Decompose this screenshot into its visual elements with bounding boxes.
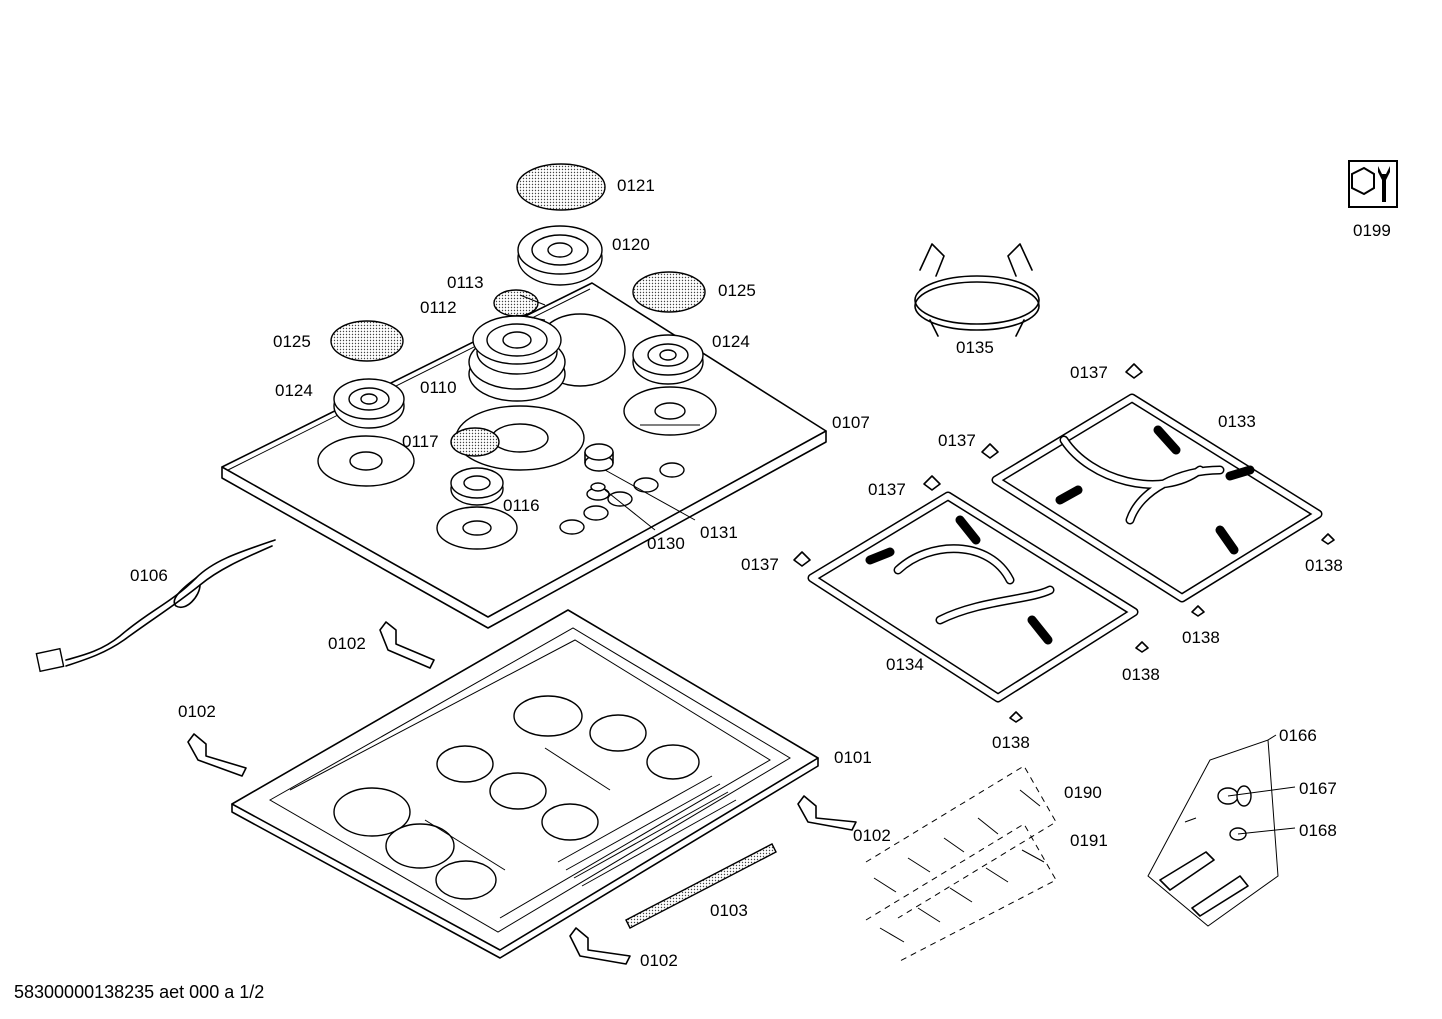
label-0121: 0121 — [617, 176, 655, 195]
label-0116: 0116 — [503, 496, 540, 515]
label-0137-c: 0137 — [868, 480, 906, 499]
label-0137-a: 0137 — [1070, 363, 1108, 382]
label-0138-a: 0138 — [1305, 556, 1343, 575]
pan-support-0133 — [991, 393, 1323, 603]
label-0120: 0120 — [612, 235, 650, 254]
label-0137-d: 0137 — [741, 555, 779, 574]
burner-0116 — [450, 467, 504, 506]
label-0138-b: 0138 — [1182, 628, 1220, 647]
burner-0124-right — [632, 334, 704, 385]
label-0117: 0117 — [402, 432, 439, 451]
mounting-clamps — [187, 621, 857, 965]
label-0137-b: 0137 — [938, 431, 976, 450]
screws-set — [865, 765, 1057, 963]
label-0106: 0106 — [130, 566, 168, 585]
label-0112: 0112 — [420, 298, 457, 317]
label-0124-right: 0124 — [712, 332, 750, 351]
label-0191: 0191 — [1070, 831, 1108, 850]
label-0124-left: 0124 — [275, 381, 313, 400]
burner-caps — [330, 163, 706, 457]
label-0125-left: 0125 — [273, 332, 311, 351]
burner-heads — [333, 225, 704, 506]
knob-0130 — [586, 482, 610, 501]
label-0138-d: 0138 — [992, 733, 1030, 752]
seal-strip — [625, 843, 777, 929]
label-0166: 0166 — [1279, 726, 1317, 745]
burner-0124-left — [333, 378, 405, 429]
label-0167: 0167 — [1299, 779, 1337, 798]
power-cable — [35, 539, 276, 673]
service-tool-icon — [1348, 160, 1398, 208]
label-0107: 0107 — [832, 413, 870, 432]
bottom-tray — [231, 609, 819, 959]
pan-support-0134 — [807, 491, 1139, 703]
label-0102-b: 0102 — [178, 702, 216, 721]
wok-ring — [914, 243, 1040, 337]
label-0190: 0190 — [1064, 783, 1102, 802]
label-0131: 0131 — [700, 523, 738, 542]
label-0102-a: 0102 — [328, 634, 366, 653]
rubber-feet — [793, 363, 1335, 723]
label-0113: 0113 — [447, 273, 484, 292]
label-0199: 0199 — [1353, 221, 1391, 240]
leader-lines — [515, 294, 1296, 835]
knob-0131 — [584, 443, 614, 472]
label-0101: 0101 — [834, 748, 872, 767]
label-0102-d: 0102 — [640, 951, 678, 970]
document-footer-id: 58300000138235 aet 000 a 1/2 — [14, 982, 265, 1002]
label-0130: 0130 — [647, 534, 685, 553]
label-0103: 0103 — [710, 901, 748, 920]
label-0134: 0134 — [886, 655, 924, 674]
label-0133: 0133 — [1218, 412, 1256, 431]
gas-connector-set — [1147, 739, 1279, 927]
burner-0110-wok — [468, 315, 566, 402]
label-0102-c: 0102 — [853, 826, 891, 845]
label-0138-c: 0138 — [1122, 665, 1160, 684]
label-0110: 0110 — [420, 378, 457, 397]
label-0135: 0135 — [956, 338, 994, 357]
vent-grid — [557, 775, 737, 887]
label-0125-right: 0125 — [718, 281, 756, 300]
burner-0120 — [517, 225, 603, 286]
label-0168: 0168 — [1299, 821, 1337, 840]
